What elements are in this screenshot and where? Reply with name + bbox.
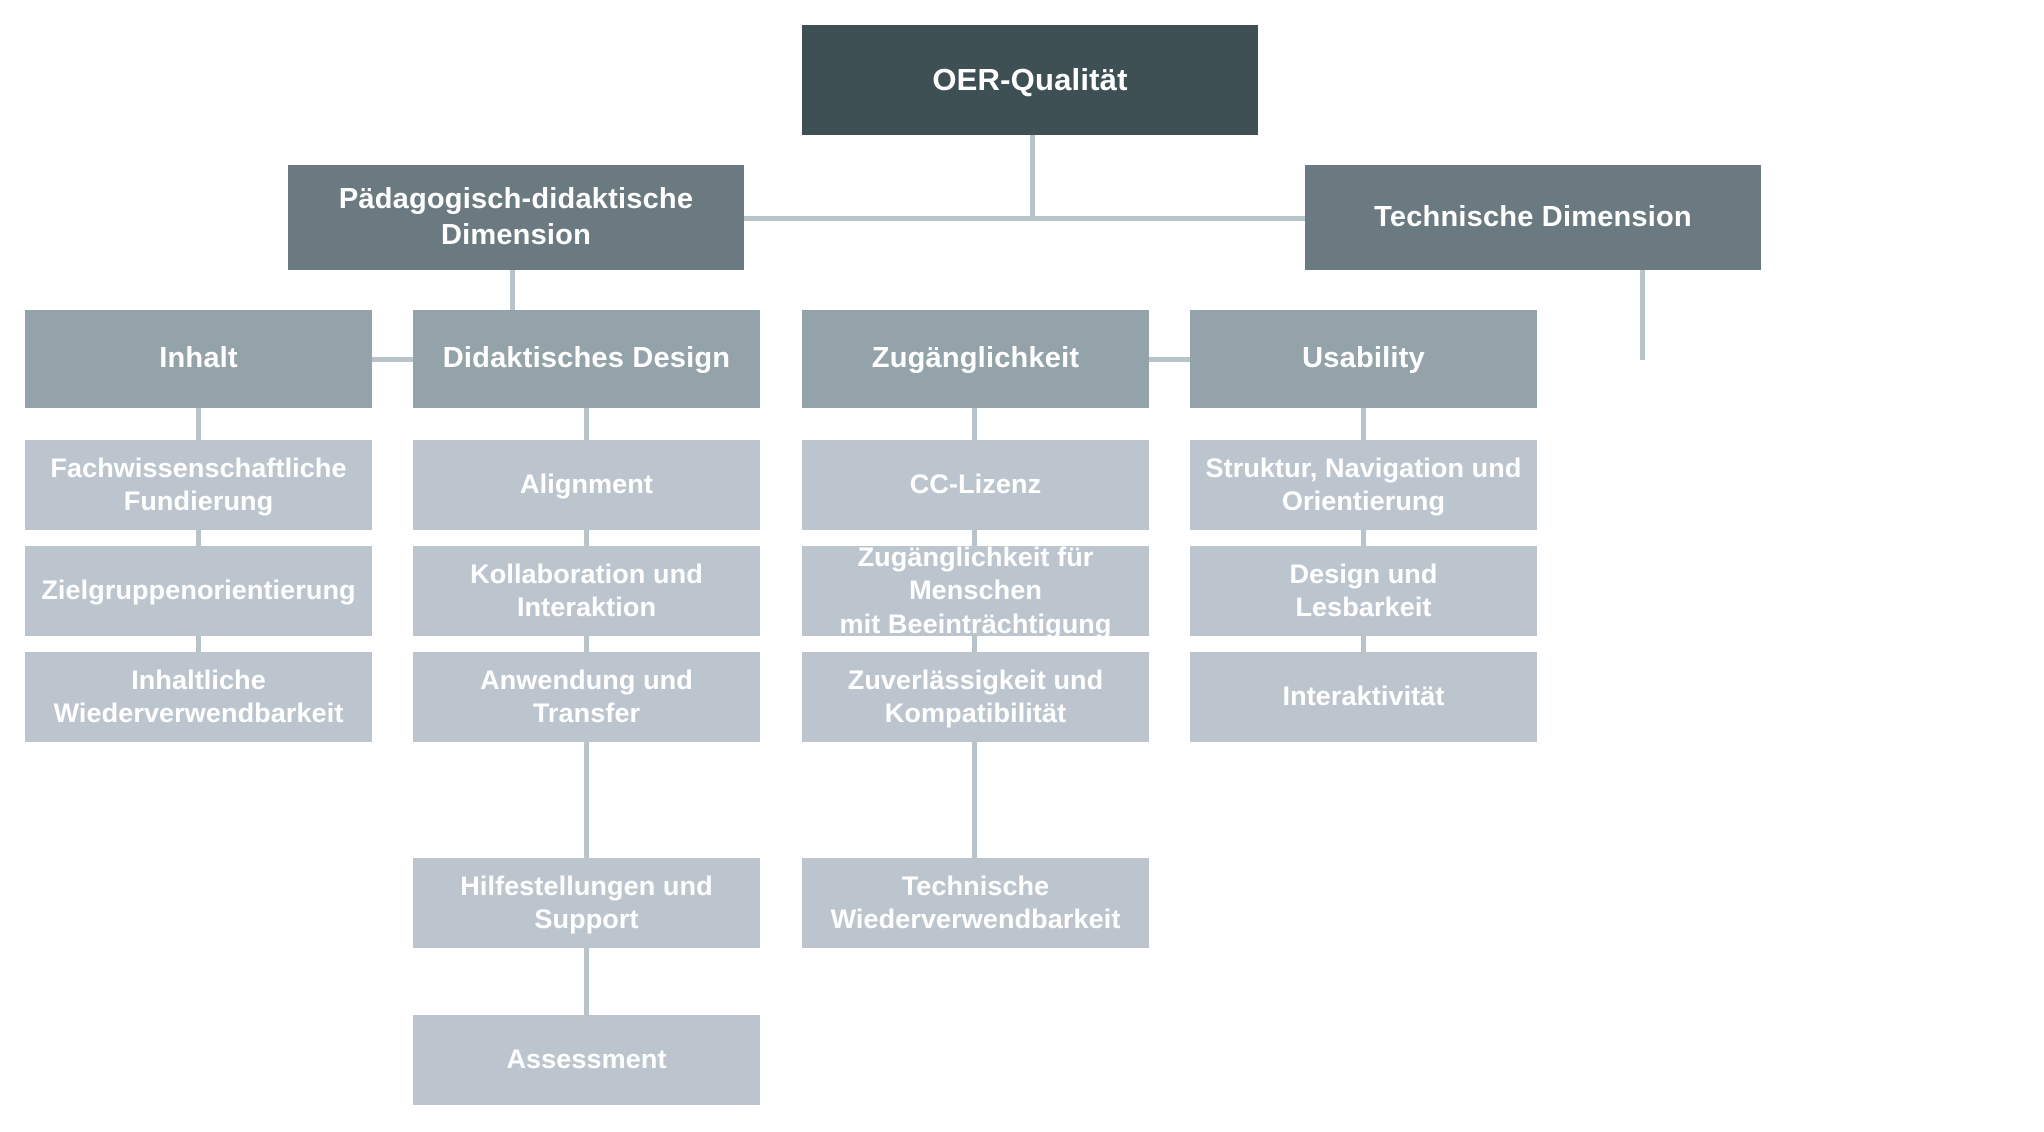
node-label: Interaktivität <box>1282 681 1445 712</box>
node-label: Hilfestellungen und Support <box>460 870 713 934</box>
node-dimension-technisch[interactable]: Technische Dimension <box>1305 165 1761 270</box>
connector-cat-bar-left <box>360 357 455 362</box>
node-category-zugaenglichkeit[interactable]: Zugänglichkeit <box>802 310 1149 408</box>
node-leaf-didaktisches-design-0[interactable]: Alignment <box>413 440 760 530</box>
node-leaf-didaktisches-design-1[interactable]: Kollaboration und Interaktion <box>413 546 760 636</box>
node-label: Kollaboration und Interaktion <box>470 558 703 622</box>
node-label: Pädagogisch-didaktische Dimension <box>338 182 694 251</box>
connector-col-inhalt <box>196 408 201 658</box>
node-leaf-usability-2[interactable]: Interaktivität <box>1190 652 1537 742</box>
connector-col-usability <box>1361 408 1366 658</box>
node-label: Zugänglichkeit <box>871 342 1080 375</box>
node-category-didaktisches-design[interactable]: Didaktisches Design <box>413 310 760 408</box>
node-leaf-usability-1[interactable]: Design und Lesbarkeit <box>1190 546 1537 636</box>
node-label: Inhalt <box>159 342 238 375</box>
connector-root-spine <box>735 216 1310 221</box>
node-leaf-zugaenglichkeit-3[interactable]: Technische Wiederverwendbarkeit <box>802 858 1149 948</box>
node-label: Usability <box>1302 342 1425 375</box>
node-category-usability[interactable]: Usability <box>1190 310 1537 408</box>
node-leaf-didaktisches-design-2[interactable]: Anwendung und Transfer <box>413 652 760 742</box>
node-label: Didaktisches Design <box>442 342 731 375</box>
node-label: OER-Qualität <box>932 61 1128 97</box>
node-label: Fachwissenschaftliche Fundierung <box>50 452 347 516</box>
node-label: Inhaltliche Wiederverwendbarkeit <box>53 664 344 728</box>
node-label: Zielgruppenorientierung <box>41 575 356 606</box>
node-label: Struktur, Navigation und Orientierung <box>1205 452 1522 516</box>
node-leaf-zugaenglichkeit-1[interactable]: Zugänglichkeit für Menschen mit Beeinträ… <box>802 542 1149 639</box>
node-label: Zugänglichkeit für Menschen mit Beeinträ… <box>839 541 1112 639</box>
connector-cat-bar-right <box>1136 357 1231 362</box>
node-label: CC-Lizenz <box>909 469 1042 500</box>
node-label: Alignment <box>520 469 653 500</box>
node-label: Zuverlässigkeit und Kompatibilität <box>847 664 1104 728</box>
node-leaf-inhalt-0[interactable]: Fachwissenschaftliche Fundierung <box>25 440 372 530</box>
node-leaf-didaktisches-design-3[interactable]: Hilfestellungen und Support <box>413 858 760 948</box>
node-label: Anwendung und Transfer <box>480 664 693 728</box>
node-label: Technische Wiederverwendbarkeit <box>830 870 1121 934</box>
node-leaf-zugaenglichkeit-2[interactable]: Zuverlässigkeit und Kompatibilität <box>802 652 1149 742</box>
node-leaf-didaktisches-design-4[interactable]: Assessment <box>413 1015 760 1105</box>
node-label: Technische Dimension <box>1374 200 1692 233</box>
node-leaf-usability-0[interactable]: Struktur, Navigation und Orientierung <box>1190 440 1537 530</box>
node-leaf-zugaenglichkeit-0[interactable]: CC-Lizenz <box>802 440 1149 530</box>
node-leaf-inhalt-1[interactable]: Zielgruppenorientierung <box>25 546 372 636</box>
connector-root-stub <box>1030 134 1035 218</box>
node-category-inhalt[interactable]: Inhalt <box>25 310 372 408</box>
node-label: Design und Lesbarkeit <box>1289 558 1438 622</box>
node-root-oer-qualitaet[interactable]: OER-Qualität <box>802 25 1258 135</box>
connector-tech-stub <box>1640 268 1645 360</box>
node-dimension-paedagogisch-didaktisch[interactable]: Pädagogisch-didaktische Dimension <box>288 165 744 270</box>
node-leaf-inhalt-2[interactable]: Inhaltliche Wiederverwendbarkeit <box>25 652 372 742</box>
node-label: Assessment <box>506 1044 667 1075</box>
